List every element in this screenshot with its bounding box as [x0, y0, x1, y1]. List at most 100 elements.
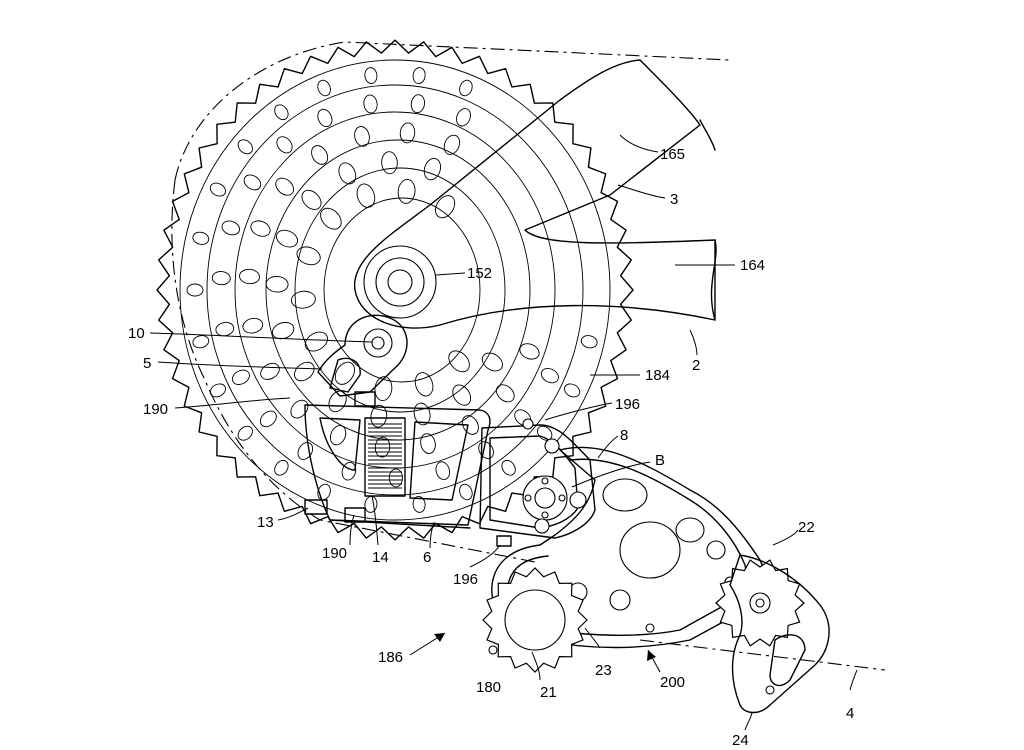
cassette-hole: [412, 495, 426, 513]
cassette-hole: [317, 79, 331, 97]
cassette-hole: [296, 246, 321, 266]
cassette-hole: [364, 67, 378, 85]
cassette-hole: [301, 189, 322, 210]
cassette-hole: [435, 195, 456, 219]
cassette-hole: [242, 317, 264, 334]
label-8: 8: [620, 427, 628, 444]
motor-housing: [479, 418, 596, 539]
cassette-hole: [211, 271, 231, 286]
base-member: [304, 391, 512, 547]
cassette-hole: [501, 459, 516, 476]
cassette-hole: [259, 410, 277, 428]
cassette-hole: [580, 335, 598, 349]
cassette-hole: [290, 290, 316, 309]
cassette-hole: [192, 335, 210, 349]
cassette-hole: [399, 122, 416, 144]
cassette-hole: [443, 134, 461, 155]
label-2: 2: [692, 357, 700, 374]
label-5: 5: [143, 355, 151, 372]
cassette-hole: [215, 321, 235, 337]
label-164: 164: [740, 257, 765, 274]
cassette-hole: [423, 157, 442, 181]
cassette-hole: [363, 94, 378, 114]
cassette-hole: [329, 425, 347, 446]
label-200: 200: [660, 674, 685, 691]
cassette-hole: [459, 483, 473, 501]
cassette-hole: [459, 79, 473, 97]
label-4: 4: [846, 705, 854, 722]
cassette-hole: [564, 383, 581, 398]
cassette-hole: [328, 390, 347, 413]
cassette-hole: [260, 362, 280, 380]
label-196-bottom: 196: [453, 571, 478, 588]
cassette-hole: [317, 108, 333, 128]
cassette-hole: [412, 67, 426, 85]
cassette-hole: [410, 94, 426, 114]
bike-frame: [353, 59, 717, 329]
label-190-bottom: 190: [322, 545, 347, 562]
cassette-hole: [209, 383, 226, 398]
label-180: 180: [476, 679, 501, 696]
cassette-hole: [237, 425, 253, 441]
cassette-hole: [243, 174, 262, 191]
cassette-hole: [275, 177, 295, 196]
cassette-hole: [317, 483, 331, 501]
label-23: 23: [595, 662, 612, 679]
label-3: 3: [670, 191, 678, 208]
leader-lines: [149, 134, 858, 731]
cassette-hole: [192, 231, 210, 245]
cassette-hole: [448, 350, 470, 373]
cassette-hole: [537, 425, 553, 441]
label-165: 165: [660, 146, 685, 163]
derailleur-hanger: [317, 314, 408, 397]
label-14: 14: [372, 549, 389, 566]
outer-cage-plate: [729, 554, 830, 714]
label-13: 13: [257, 514, 274, 531]
cassette-hole: [540, 367, 559, 384]
label-22: 22: [798, 519, 815, 536]
label-152: 152: [467, 265, 492, 282]
label-184: 184: [645, 367, 670, 384]
cassette-hole: [388, 468, 403, 488]
label-21: 21: [540, 684, 557, 701]
cassette-hole: [271, 321, 295, 340]
cassette-hole: [294, 361, 315, 382]
cassette-hole: [311, 145, 329, 165]
cassette-hole: [341, 461, 357, 481]
cassette-hole: [481, 352, 503, 372]
cassette-hole: [413, 402, 431, 426]
cassette-hole: [297, 442, 314, 460]
cassette-hole: [265, 275, 289, 293]
cassette-hole: [456, 108, 471, 127]
cassette-hole: [237, 139, 253, 155]
cassette-hole: [381, 151, 398, 175]
cassette-hole: [186, 283, 204, 297]
chain-line-lower: [639, 639, 886, 671]
cassette-hole: [320, 207, 342, 230]
cassette-hole: [414, 372, 434, 397]
cassette-hole: [239, 268, 260, 285]
cassette-hole: [231, 369, 250, 385]
cassette-hole: [290, 399, 309, 419]
cassette-hole: [370, 404, 388, 428]
cassette-hole: [338, 162, 357, 185]
cassette-hole: [420, 433, 436, 454]
lower-pulley: [482, 567, 588, 673]
label-186: 186: [378, 649, 403, 666]
label-24: 24: [732, 732, 749, 749]
cassette-hole: [356, 183, 376, 208]
cassette-hole: [209, 182, 226, 197]
label-10: 10: [128, 325, 145, 342]
label-190-top: 190: [143, 401, 168, 418]
cassette-hole: [364, 495, 378, 513]
cassette-hole: [495, 384, 515, 403]
cassette-hole: [304, 331, 329, 352]
label-6: 6: [423, 549, 431, 566]
chain-line-upper: [174, 41, 731, 181]
cassette-hole: [519, 343, 540, 360]
cassette-hole: [354, 126, 370, 147]
reference-labels: 165 3 164 152 2 10 5 184 190 196 8 B 13 …: [128, 146, 854, 749]
cassette-hole: [250, 220, 271, 237]
cassette-hole: [435, 461, 451, 480]
